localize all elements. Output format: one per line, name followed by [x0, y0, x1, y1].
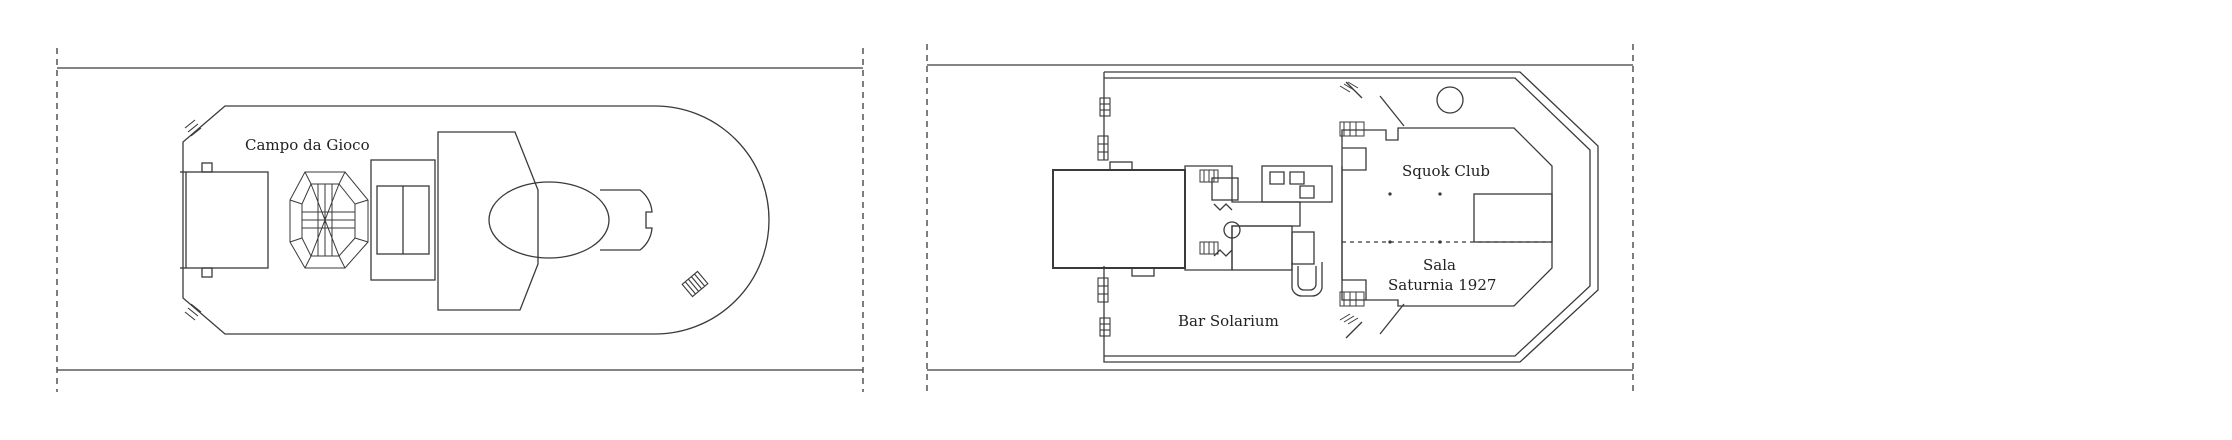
- stairs-icon: [184, 119, 202, 321]
- label-sala: Sala: [1423, 256, 1456, 274]
- stern-block: [1052, 169, 1186, 269]
- label-squok-club: Squok Club: [1402, 162, 1490, 180]
- stern-fitting: [1131, 267, 1155, 277]
- lounge-entry: [1342, 279, 1367, 300]
- service-curve: [1291, 262, 1323, 297]
- lounge-stage: [1473, 193, 1553, 243]
- ramp-line: [1345, 81, 1363, 99]
- label-saturnia-1927: Saturnia 1927: [1388, 276, 1496, 294]
- pool-extension: [600, 189, 653, 251]
- central-structure: [437, 131, 539, 311]
- service-room: [1291, 231, 1315, 265]
- funnel-icon: [1436, 86, 1464, 114]
- stair-lines: [1339, 81, 1359, 325]
- post-icon: [201, 162, 213, 173]
- service-room: [1261, 165, 1333, 203]
- column-icon: [1438, 240, 1442, 244]
- deck-left-hull: [182, 105, 770, 335]
- column-icon: [1438, 192, 1442, 196]
- deck-block-left: [185, 171, 269, 269]
- lounge-entry: [1342, 147, 1367, 171]
- lounge-block: [1341, 127, 1553, 307]
- deck-right-hull-inner: [1104, 77, 1591, 357]
- column-icon: [1388, 240, 1392, 244]
- ramp-line: [1379, 95, 1405, 127]
- column-icon: [1223, 221, 1241, 239]
- ramp-line: [1345, 321, 1363, 339]
- game-grid-icon: [289, 171, 369, 269]
- label-campo-da-gioco: Campo da Gioco: [245, 136, 370, 154]
- post-icon: [201, 267, 213, 278]
- ramp-line: [1379, 303, 1405, 335]
- column-icon: [1388, 192, 1392, 196]
- label-bar-solarium: Bar Solarium: [1178, 312, 1279, 330]
- deck-left: Campo da Gioco: [56, 48, 864, 392]
- stern-fitting: [1109, 161, 1133, 171]
- service-stair-icon: [1213, 203, 1233, 257]
- service-cubicle: [1269, 171, 1315, 199]
- service-room: [1231, 225, 1293, 271]
- service-curve-inner: [1297, 266, 1317, 291]
- seating-area: [370, 159, 436, 281]
- stairs-icon: [1199, 121, 1365, 307]
- stairs-icon: [1097, 97, 1111, 337]
- pool-icon: [488, 181, 610, 259]
- deck-right: Squok Club Sala Saturnia 1927 Bar Solari…: [926, 44, 1634, 392]
- stairs-icon: [681, 270, 709, 298]
- service-room: [1211, 177, 1239, 201]
